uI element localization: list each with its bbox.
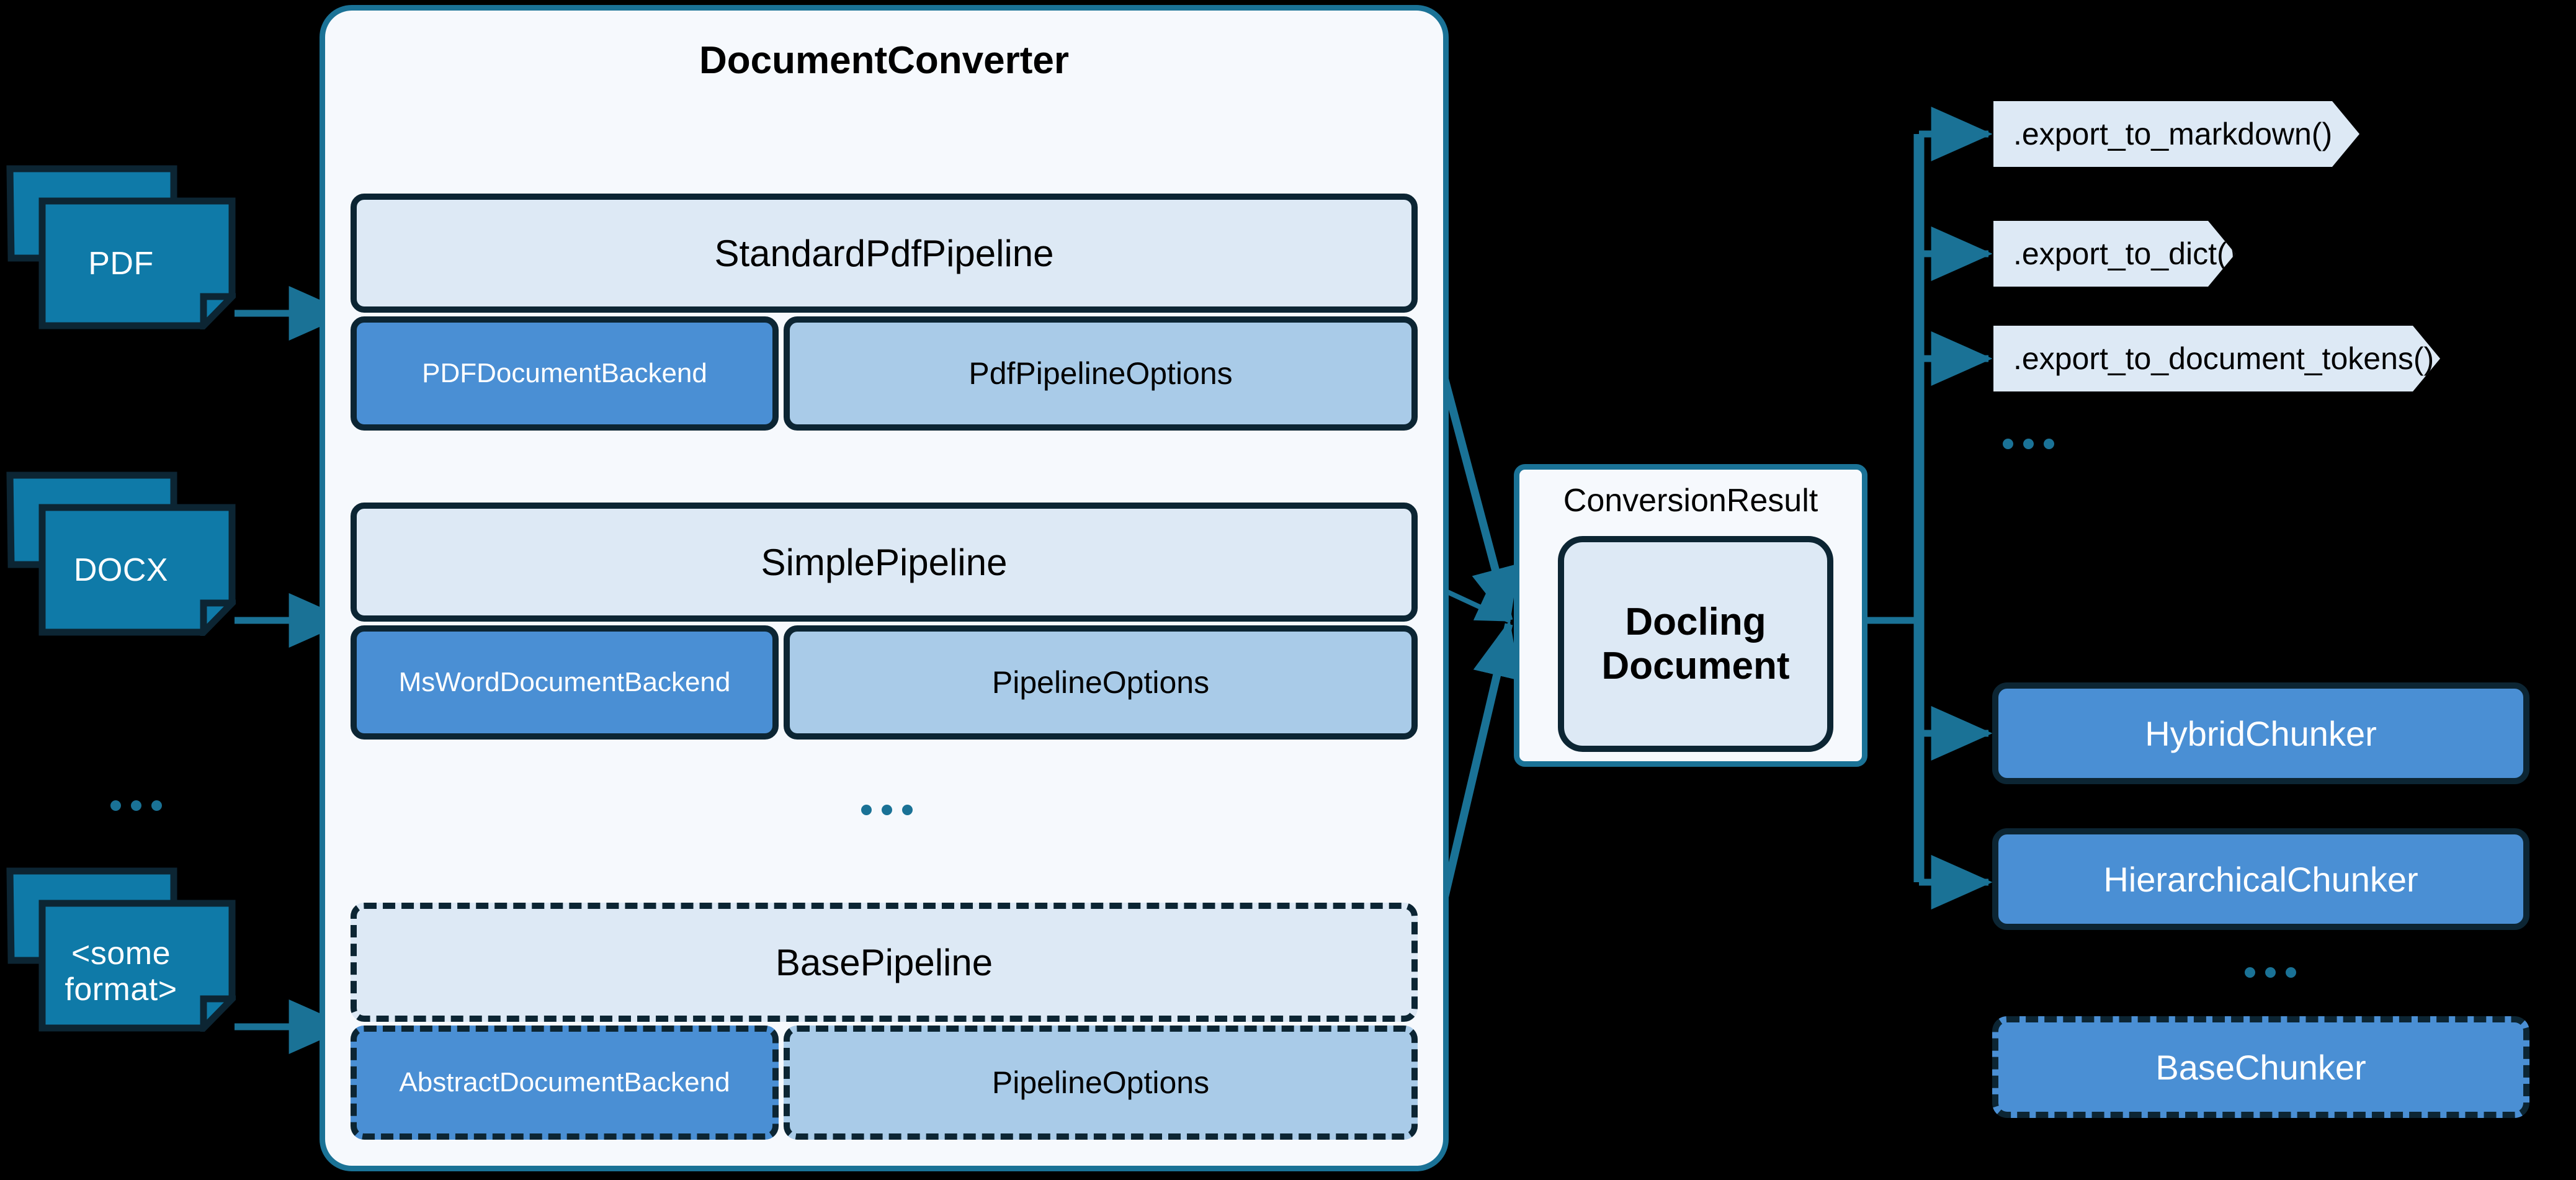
options-pipeline-options-simple[interactable]: PipelineOptions [784,625,1418,740]
chunker-hybrid-label: HybridChunker [2145,713,2377,753]
exports-ellipsis [2003,439,2054,449]
dot [2286,967,2296,978]
export-to-dict-label: .export_to_dict() [2013,236,2238,271]
pipeline-name-simple[interactable]: SimplePipeline [351,503,1418,622]
pipeline-name-base[interactable]: BasePipeline [351,903,1418,1022]
converter-ellipsis [861,805,913,815]
input-ellipsis [110,800,162,811]
dot [2265,967,2276,978]
export-to-document-tokens-chip[interactable]: .export_to_document_tokens() [1993,326,2440,391]
chunker-hierarchical[interactable]: HierarchicalChunker [1992,828,2529,930]
pipeline-name-standard-pdf[interactable]: StandardPdfPipeline [351,194,1418,313]
backend-abstract-document-backend[interactable]: AbstractDocumentBackend [351,1026,779,1140]
chunkers-ellipsis [2245,967,2296,978]
export-to-markdown-chip[interactable]: .export_to_markdown() [1993,101,2359,167]
dot [902,805,913,815]
some-format-document-label: <some format> [65,936,177,1008]
dot [2044,439,2054,449]
export-to-document-tokens-label: .export_to_document_tokens() [2013,341,2435,376]
pipeline-components-simple: MsWordDocumentBackend PipelineOptions [351,625,1418,740]
dot [882,805,892,815]
docling-document-box[interactable]: Docling Document [1558,536,1833,752]
output-trunk [1867,107,1993,910]
chunker-hybrid[interactable]: HybridChunker [1992,682,2529,784]
dot [131,800,141,811]
conversion-result-container: ConversionResult Docling Document [1514,464,1867,767]
document-converter-title: DocumentConverter [699,39,1069,82]
export-to-markdown-label: .export_to_markdown() [2013,117,2333,151]
options-pipeline-options-base[interactable]: PipelineOptions [784,1026,1418,1140]
docx-document-label: DOCX [73,552,169,588]
pdf-document-label: PDF [88,246,154,282]
backend-pdf-document-backend[interactable]: PDFDocumentBackend [351,316,779,431]
conversion-result-title: ConversionResult [1563,483,1818,519]
chunker-base[interactable]: BaseChunker [1992,1016,2529,1118]
chunker-base-label: BaseChunker [2155,1047,2366,1087]
dot [2003,439,2013,449]
backend-msword-document-backend[interactable]: MsWordDocumentBackend [351,625,779,740]
dot [151,800,162,811]
dot [2023,439,2034,449]
options-pdf-pipeline-options[interactable]: PdfPipelineOptions [784,316,1418,431]
docx-document-icon: DOCX [6,472,241,641]
pipeline-components-base: AbstractDocumentBackend PipelineOptions [351,1026,1418,1140]
dot [861,805,872,815]
some-format-document-icon: <some format> [6,867,241,1037]
pipeline-components-standard-pdf: PDFDocumentBackend PdfPipelineOptions [351,316,1418,431]
export-to-dict-chip[interactable]: .export_to_dict() [1993,221,2235,287]
dot [2245,967,2255,978]
dot [110,800,121,811]
pdf-document-icon: PDF [6,165,241,334]
chunker-hierarchical-label: HierarchicalChunker [2103,859,2418,899]
